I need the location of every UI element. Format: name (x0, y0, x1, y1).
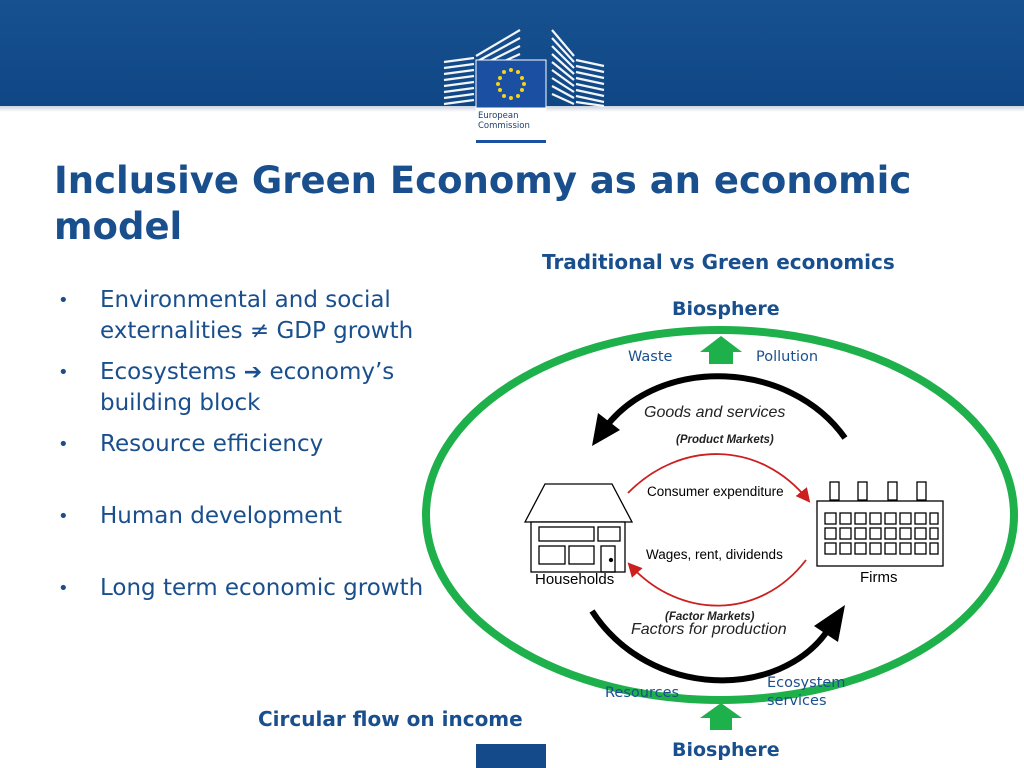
bullet-dot: • (58, 290, 69, 311)
biosphere-top-label: Biosphere (672, 298, 780, 320)
bullet-list: • Environmental and social externalities… (56, 285, 476, 645)
bullet-item: • Human development (56, 501, 476, 573)
european-commission-logo (443, 29, 605, 143)
factors-arrow-icon (814, 605, 845, 642)
diagram-heading: Traditional vs Green economics (542, 250, 895, 274)
firms-label: Firms (860, 569, 898, 586)
right-arrow-icon: ➔ (243, 360, 263, 385)
bullet-dot: • (58, 434, 69, 455)
wages-label: Wages, rent, dividends (646, 547, 783, 562)
factor-markets-label: (Factor Markets) (665, 611, 755, 623)
wages-arc (627, 559, 807, 607)
household-icon (523, 483, 634, 573)
bullet-text: Human development (100, 503, 342, 529)
biosphere-ellipse (422, 326, 1018, 704)
bullet-dot: • (58, 362, 69, 383)
resources-label: Resources (605, 685, 680, 701)
goods-services-label: Goods and services (644, 404, 785, 421)
consumer-expenditure-arc (627, 453, 811, 503)
households-label: Households (535, 571, 614, 588)
pollution-label: Pollution (756, 349, 819, 365)
waste-label: Waste (628, 349, 673, 365)
consumer-expenditure-label: Consumer expenditure (647, 484, 784, 499)
firm-icon (816, 481, 944, 567)
bullet-item: • Ecosystems ➔ economy’s building block (56, 357, 476, 429)
bullet-text: Resource efficiency (100, 431, 324, 457)
goods-services-arc (602, 373, 848, 440)
factors-production-arc (589, 609, 831, 684)
circular-flow-caption: Circular flow on income (258, 707, 523, 731)
ecosystem-services-label: Ecosystem services (767, 674, 845, 710)
upward-arrow-bottom-icon (700, 703, 742, 730)
bullet-dot: • (58, 578, 69, 599)
logo-text: European Commission (478, 111, 548, 131)
footer-tab (476, 744, 546, 768)
bullet-text: Long term economic growth (100, 575, 424, 601)
bullet-item: • Long term economic growth (56, 573, 476, 645)
bullet-text-before: Ecosystems (100, 359, 237, 385)
page-title: Inclusive Green Economy as an economic m… (54, 159, 912, 248)
product-markets-label: (Product Markets) (676, 434, 774, 446)
bullet-text-after: economy’s building block (100, 359, 395, 416)
ecosystem-services-line-2: services (767, 693, 827, 709)
bullet-item: • Environmental and social externalities… (56, 285, 476, 357)
logo-text-line-2: Commission (478, 121, 530, 131)
bullet-item: • Resource efficiency (56, 429, 476, 501)
ecosystem-services-line-1: Ecosystem (767, 675, 846, 691)
upward-arrow-top-icon (700, 336, 742, 364)
factors-production-label: Factors for production (631, 621, 787, 638)
bullet-text: Environmental and social externalities ≠… (100, 287, 414, 344)
logo-text-line-1: European (478, 111, 519, 121)
bullet-dot: • (58, 506, 69, 527)
biosphere-bottom-label: Biosphere (672, 739, 780, 761)
goods-arrow-icon (592, 413, 620, 446)
